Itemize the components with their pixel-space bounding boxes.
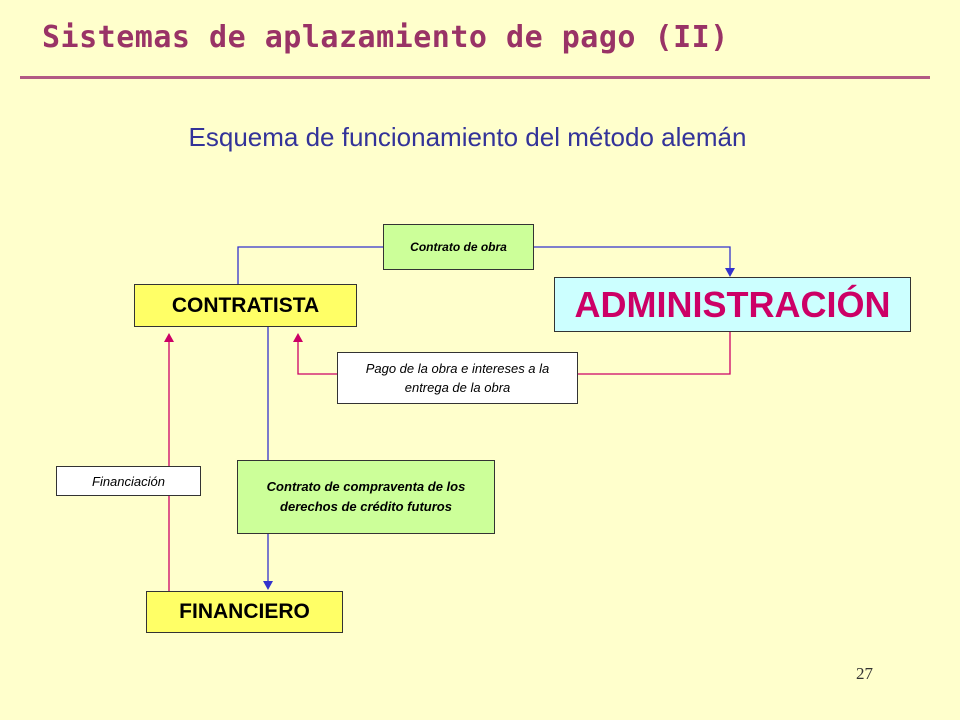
title-rule xyxy=(20,76,930,79)
page-number: 27 xyxy=(856,664,873,683)
arrowhead-to-contratista-financiacion xyxy=(164,333,174,342)
slide-subtitle: Esquema de funcionamiento del método ale… xyxy=(188,122,747,152)
node-financiero: FINANCIERO xyxy=(146,591,343,633)
arrowhead-to-contratista-pago xyxy=(293,333,303,342)
arrowhead-to-administracion xyxy=(725,268,735,277)
slide-title: Sistemas de aplazamiento de pago (II) xyxy=(42,20,729,55)
edge-label-pago: Pago de la obra e intereses a la entrega… xyxy=(337,352,578,404)
edge-label-financiacion: Financiación xyxy=(56,466,201,496)
arrowhead-to-financiero xyxy=(263,581,273,590)
edge-label-contrato-obra: Contrato de obra xyxy=(383,224,534,270)
node-contratista: CONTRATISTA xyxy=(134,284,357,327)
node-administracion: ADMINISTRACIÓN xyxy=(554,277,911,332)
edge-label-compraventa: Contrato de compraventa de los derechos … xyxy=(237,460,495,534)
